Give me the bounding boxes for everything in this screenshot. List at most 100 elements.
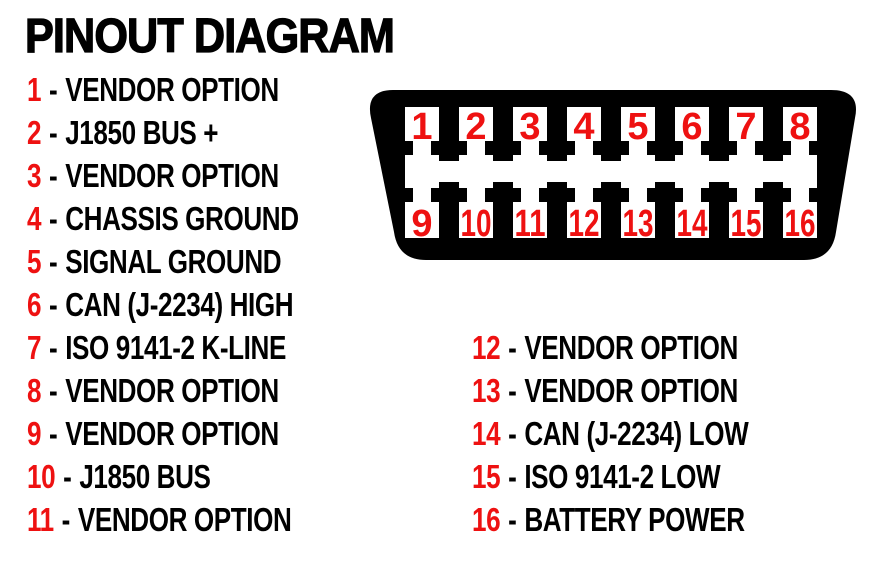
pin-label: VENDOR OPTION <box>65 371 279 409</box>
pin-number-11: 11 <box>515 203 546 245</box>
pin-slot-1 <box>405 107 439 141</box>
pin-row-8: 8-VENDOR OPTION <box>27 369 299 412</box>
pin-number-9: 9 <box>411 203 432 245</box>
pin-number-10: 10 <box>461 203 492 245</box>
pin-row-9: 9-VENDOR OPTION <box>27 412 299 455</box>
top-pin-slots <box>405 107 817 157</box>
pin-number: 10 <box>27 457 56 495</box>
pin-number: 7 <box>27 328 42 366</box>
pin-number-16: 16 <box>785 203 816 245</box>
pin-row-13: 13-VENDOR OPTION <box>472 369 748 412</box>
pin-row-11: 11-VENDOR OPTION <box>27 498 299 541</box>
pin-slot-4 <box>567 107 601 141</box>
pin-number-4: 4 <box>573 106 594 148</box>
pin-row-6: 6-CAN (J-2234) HIGH <box>27 283 299 326</box>
pin-slot-11 <box>513 202 547 238</box>
pin-separator: - <box>508 371 517 409</box>
pin-slot-9 <box>405 202 439 238</box>
pin-label: VENDOR OPTION <box>77 500 292 538</box>
pin-row-10: 10-J1850 BUS <box>27 455 299 498</box>
pin-neck-6 <box>683 139 701 157</box>
pin-neck-4 <box>575 139 593 157</box>
pin-number: 8 <box>27 371 42 409</box>
pin-label: SIGNAL GROUND <box>65 242 282 280</box>
pin-label: J1850 BUS <box>79 457 211 495</box>
pin-number: 1 <box>27 70 42 108</box>
pin-neck-3 <box>521 139 539 157</box>
pin-number: 9 <box>27 414 42 452</box>
pin-number: 16 <box>472 500 501 538</box>
obd2-connector-graphic: 1 2 3 4 5 6 7 8 9 10 11 12 13 14 15 16 <box>369 90 856 260</box>
pin-number-5: 5 <box>627 106 648 148</box>
pin-separator: - <box>49 285 58 323</box>
pin-separator: - <box>508 414 517 452</box>
pin-number-14: 14 <box>677 203 708 245</box>
pin-number-6: 6 <box>681 106 702 148</box>
tooth-top <box>709 155 729 161</box>
tooth-bottom <box>655 182 675 188</box>
pin-label: VENDOR OPTION <box>524 371 738 409</box>
pin-number-12: 12 <box>569 203 600 245</box>
pin-separator: - <box>63 457 72 495</box>
pin-separator: - <box>49 414 58 452</box>
pin-neck-14 <box>683 186 701 204</box>
page-title: PINOUT DIAGRAM <box>24 10 395 63</box>
pin-number: 12 <box>472 328 501 366</box>
pin-label: VENDOR OPTION <box>524 328 738 366</box>
tooth-bottom <box>439 182 459 188</box>
tooth-top <box>547 155 567 161</box>
pin-number: 14 <box>472 414 501 452</box>
pin-number-2: 2 <box>465 106 486 148</box>
tooth-bottom <box>547 182 567 188</box>
pin-label: CAN (J-2234) LOW <box>524 414 749 452</box>
pin-separator: - <box>508 500 517 538</box>
pin-number-8: 8 <box>789 106 810 148</box>
pin-slot-12 <box>567 202 601 238</box>
pin-slot-2 <box>459 107 493 141</box>
pin-number: 6 <box>27 285 42 323</box>
pin-neck-9 <box>413 186 431 204</box>
pin-neck-10 <box>467 186 485 204</box>
pin-number: 4 <box>27 199 42 237</box>
pin-separator: - <box>49 371 58 409</box>
pin-separator: - <box>49 156 58 194</box>
pin-label: ISO 9141-2 LOW <box>524 457 721 495</box>
pin-row-16: 16-BATTERY POWER <box>472 498 748 541</box>
pin-row-14: 14-CAN (J-2234) LOW <box>472 412 749 455</box>
channel-teeth <box>439 155 783 188</box>
pin-row-3: 3-VENDOR OPTION <box>27 154 299 197</box>
pin-separator: - <box>61 500 71 538</box>
pin-number: 2 <box>27 113 42 151</box>
pin-list-left: 1-VENDOR OPTION 2-J1850 BUS + 3-VENDOR O… <box>27 68 371 541</box>
pin-separator: - <box>49 113 58 151</box>
tooth-top <box>601 155 621 161</box>
pin-row-1: 1-VENDOR OPTION <box>27 68 299 111</box>
pin-neck-8 <box>791 139 809 157</box>
pin-slot-5 <box>621 107 655 141</box>
tooth-top <box>439 155 459 161</box>
pin-slot-3 <box>513 107 547 141</box>
pin-slot-13 <box>621 202 655 238</box>
pin-neck-1 <box>413 139 431 157</box>
tooth-bottom <box>763 182 783 188</box>
pin-number: 11 <box>27 500 54 538</box>
pin-label: VENDOR OPTION <box>65 156 279 194</box>
pin-row-4: 4-CHASSIS GROUND <box>27 197 299 240</box>
pin-number-3: 3 <box>519 106 540 148</box>
bottom-pin-numbers: 9 10 11 12 13 14 15 16 <box>411 203 815 245</box>
pin-slot-16 <box>783 202 817 238</box>
pin-label: VENDOR OPTION <box>65 414 279 452</box>
pin-label: J1850 BUS + <box>65 113 219 151</box>
pin-label: ISO 9141-2 K-LINE <box>65 328 286 366</box>
pin-label: CAN (J-2234) HIGH <box>65 285 294 323</box>
pin-number-13: 13 <box>623 203 654 245</box>
pin-separator: - <box>49 70 58 108</box>
tooth-top <box>655 155 675 161</box>
pin-neck-12 <box>575 186 593 204</box>
pin-slot-8 <box>783 107 817 141</box>
tooth-bottom <box>493 182 513 188</box>
pin-number-1: 1 <box>411 106 432 148</box>
pin-number: 13 <box>472 371 501 409</box>
pin-row-12: 12-VENDOR OPTION <box>472 326 748 369</box>
